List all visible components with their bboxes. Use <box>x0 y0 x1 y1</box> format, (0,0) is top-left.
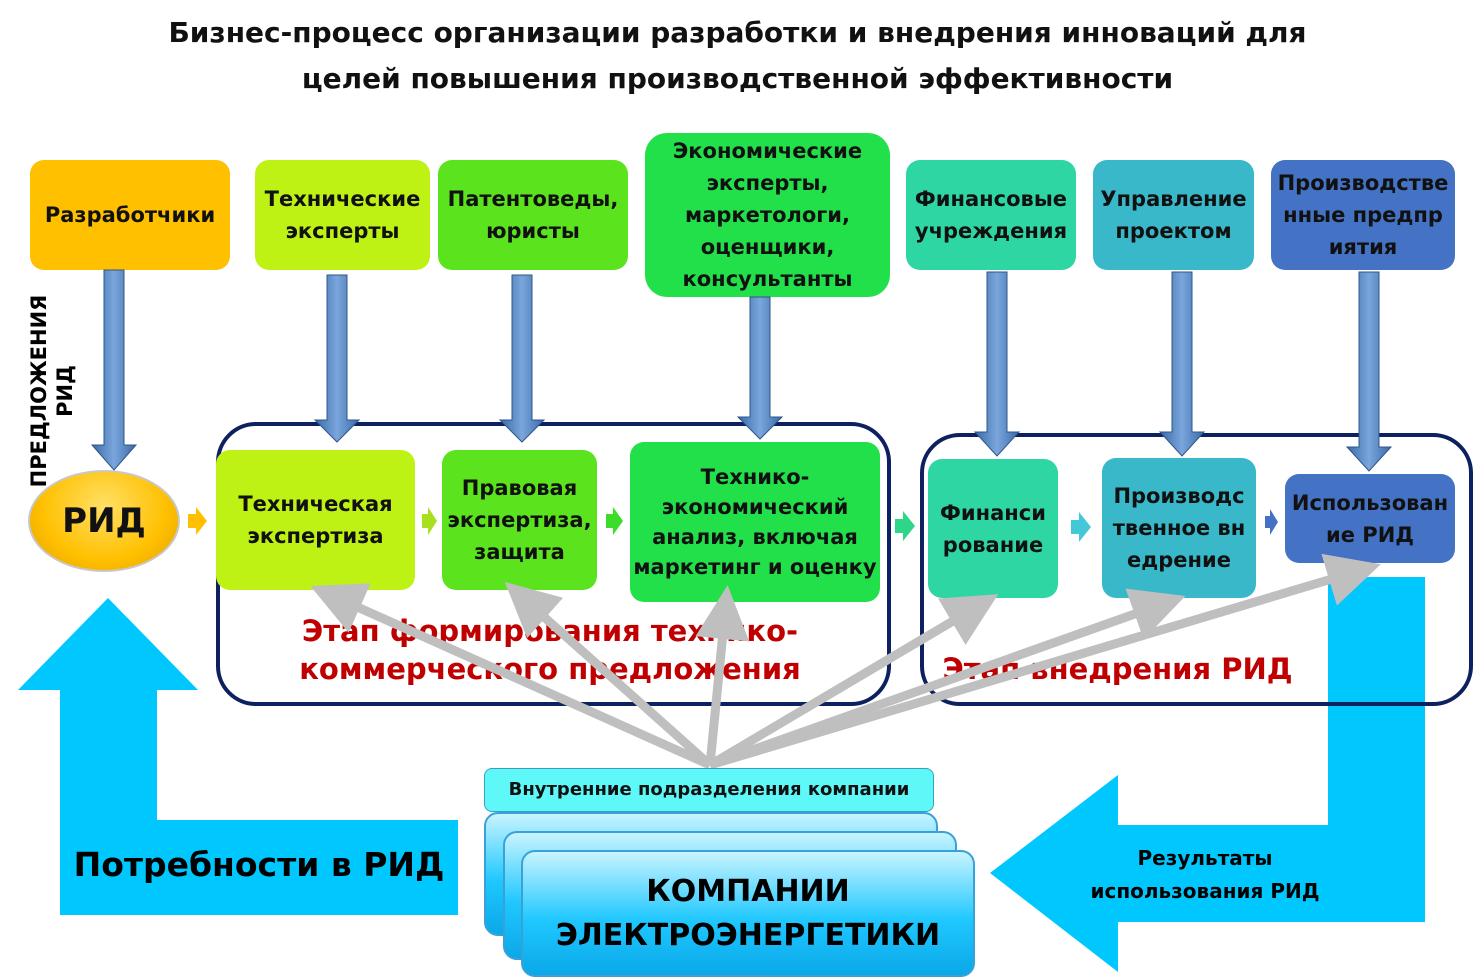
needs-label: Потребности в РИД <box>73 845 445 884</box>
step-tech-expertise: Техническая экспертиза <box>216 450 415 590</box>
gray-arrow-3 <box>695 585 750 766</box>
gray-arrow-4 <box>707 594 999 769</box>
results-line1: Результаты <box>1137 846 1273 870</box>
results-label: Результаты использования РИД <box>1070 842 1340 908</box>
down-arrow-developers <box>90 269 138 471</box>
results-line2: использования РИД <box>1090 879 1320 903</box>
step-tech-economic-analysis: Технико-экономический анализ, включая ма… <box>630 442 880 602</box>
actor-project-management: Управление проектом <box>1093 160 1254 270</box>
step-financing: Финансирование <box>928 459 1058 598</box>
down-arrow-financial <box>973 271 1021 457</box>
companies-line1: КОМПАНИИ <box>646 873 850 909</box>
down-arrow-tech-experts <box>313 274 361 443</box>
results-arrow <box>990 577 1425 972</box>
companies-line2: ЭЛЕКТРОЭНЕРГЕТИКИ <box>555 917 941 953</box>
actor-patent-lawyers: Патентоведы, юристы <box>438 160 628 270</box>
chevron-6 <box>1265 509 1278 535</box>
chevron-2 <box>422 507 437 535</box>
title-line1: Бизнес-процесс организации разработки и … <box>168 16 1307 49</box>
actor-tech-experts: Технические эксперты <box>255 160 430 270</box>
down-arrow-production <box>1345 271 1393 472</box>
down-arrow-economic <box>736 296 784 440</box>
chevron-4 <box>895 511 915 541</box>
actor-developers: Разработчики <box>30 160 230 270</box>
actor-production-enterprises: Производственные предприятия <box>1271 160 1455 270</box>
needs-arrow <box>18 598 458 915</box>
step-production-implementation: Производственное внедрение <box>1102 458 1256 598</box>
internal-departments-label: Внутренние подразделения компании <box>484 768 934 812</box>
step-rid-usage: Использование РИД <box>1285 474 1455 563</box>
chevron-1 <box>188 507 207 535</box>
gray-arrow-2 <box>504 582 713 769</box>
gray-arrow-6 <box>708 553 1381 770</box>
companies-box: КОМПАНИИ ЭЛЕКТРОЭНЕРГЕТИКИ <box>521 850 975 977</box>
down-arrow-patent <box>498 274 546 443</box>
rid-ellipse: РИД <box>28 470 180 572</box>
down-arrow-project <box>1158 271 1206 457</box>
actor-financial-institutions: Финансовые учреждения <box>906 160 1076 270</box>
chevron-3 <box>606 507 623 535</box>
chevron-5 <box>1071 512 1091 542</box>
actor-economic-experts: Экономические эксперты, маркетологи, оце… <box>645 133 890 297</box>
step-legal-expertise: Правовая экспертиза, защита <box>442 450 597 590</box>
title-line2: целей повышения производственной эффекти… <box>301 62 1174 95</box>
gray-arrow-1 <box>310 583 712 770</box>
